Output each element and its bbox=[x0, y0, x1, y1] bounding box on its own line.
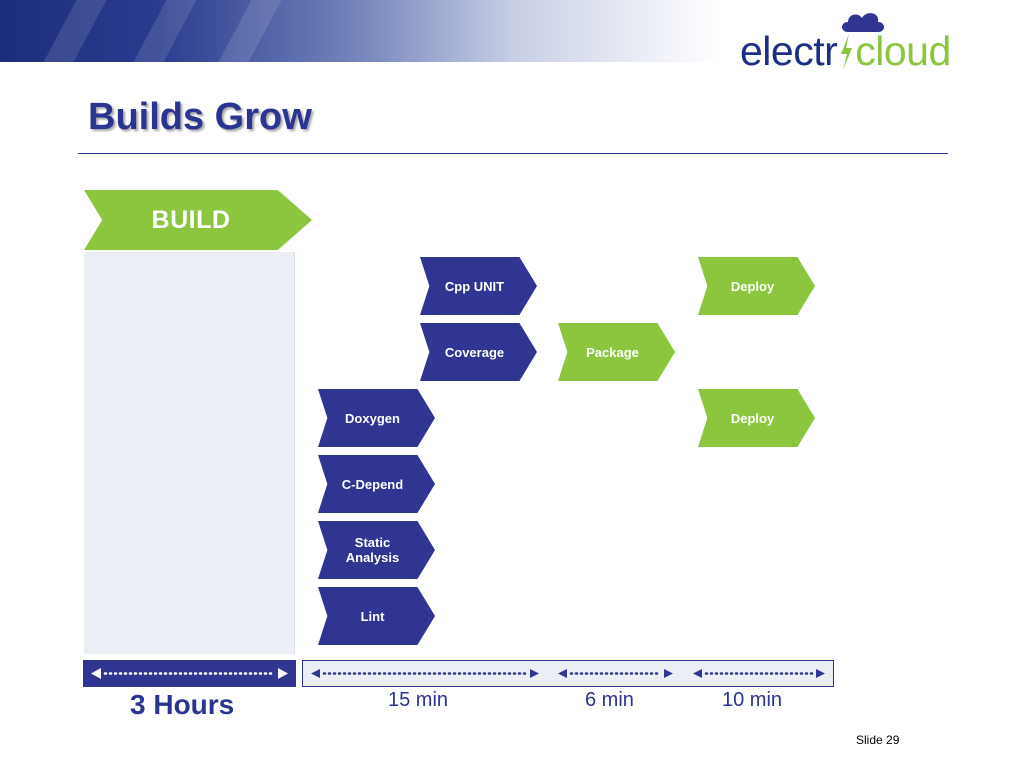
logo-text-cloud: cloud bbox=[855, 28, 951, 74]
lint-chevron: Lint bbox=[318, 587, 435, 645]
slide-title: Builds Grow bbox=[88, 96, 312, 138]
cpp-unit-chevron: Cpp UNIT bbox=[420, 257, 537, 315]
doxygen-label: Doxygen bbox=[345, 410, 400, 426]
header-stripe bbox=[133, 0, 197, 62]
cpp-unit-label: Cpp UNIT bbox=[444, 278, 505, 294]
electric-cloud-logo: electr cloud bbox=[740, 30, 995, 72]
header-stripe bbox=[43, 0, 107, 62]
static-analysis-line2: Analysis bbox=[345, 550, 400, 565]
deploy-label-2: Deploy bbox=[730, 410, 775, 426]
header-band bbox=[0, 0, 720, 62]
deploy-chevron-1: Deploy bbox=[698, 257, 815, 315]
doxygen-chevron: Doxygen bbox=[318, 389, 435, 447]
build-stage-label: BUILD bbox=[151, 205, 231, 234]
build-stage-chevron: BUILD bbox=[84, 190, 312, 250]
duration-10min-label: 10 min bbox=[722, 689, 783, 711]
duration-15min-label: 15 min bbox=[388, 689, 449, 711]
build-timeline-bar bbox=[83, 660, 296, 687]
segment-arrow-6min bbox=[558, 669, 673, 678]
build-duration-arrow bbox=[91, 668, 288, 679]
package-chevron: Package bbox=[558, 323, 675, 381]
segment-arrow-15min bbox=[311, 669, 539, 678]
header-stripe bbox=[218, 0, 282, 62]
coverage-label: Coverage bbox=[444, 344, 505, 360]
coverage-chevron: Coverage bbox=[420, 323, 537, 381]
c-depend-chevron: C-Depend bbox=[318, 455, 435, 513]
segment-arrow-10min bbox=[693, 669, 825, 678]
lightning-bolt-icon bbox=[841, 34, 853, 70]
cloud-icon bbox=[842, 13, 884, 33]
build-duration-label: 3 Hours bbox=[130, 689, 235, 720]
post-build-duration-arrows bbox=[311, 669, 825, 678]
lint-label: Lint bbox=[360, 608, 385, 624]
title-divider bbox=[78, 153, 948, 154]
c-depend-label: C-Depend bbox=[341, 476, 404, 492]
deploy-chevron-2: Deploy bbox=[698, 389, 815, 447]
post-build-timeline-bar bbox=[302, 660, 834, 687]
logo-text-electr: electr bbox=[740, 28, 838, 74]
duration-6min-label: 6 min bbox=[585, 689, 634, 711]
deploy-label-1: Deploy bbox=[730, 278, 775, 294]
build-duration-column bbox=[84, 252, 295, 654]
slide-number: Slide 29 bbox=[856, 733, 900, 747]
static-analysis-line1: Static bbox=[354, 535, 391, 550]
package-label: Package bbox=[586, 344, 639, 360]
